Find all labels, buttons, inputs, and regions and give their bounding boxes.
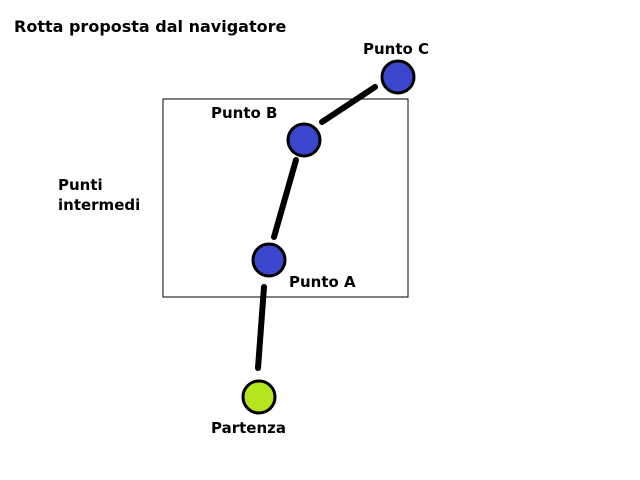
route-segment-a-b [271,157,299,240]
waypoints-label-line1: Punti [58,176,103,194]
waypoints-box [162,98,409,298]
point-a-label: Punto A [289,273,356,291]
diagram-title: Rotta proposta dal navigatore [14,17,286,36]
route-segment-b-c [319,84,378,125]
start-label: Partenza [211,419,286,437]
point-a-node [251,242,287,278]
point-b-label: Punto B [211,104,277,122]
point-b-node [286,122,322,158]
point-c-node [380,59,416,95]
waypoints-label-line2: intermedi [58,196,140,214]
route-segment-start-a [255,284,267,371]
start-node [241,379,277,415]
point-c-label: Punto C [363,40,429,58]
